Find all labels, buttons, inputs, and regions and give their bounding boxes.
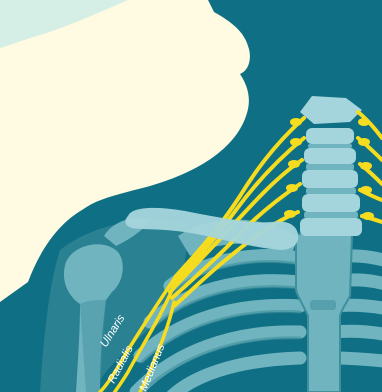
vertebra-c3 — [304, 148, 356, 164]
cervical-spine — [300, 96, 362, 236]
vertebra-c4 — [302, 170, 358, 188]
vertebra-c6 — [300, 218, 362, 236]
sternum-notch — [310, 300, 336, 310]
vertebra-c5 — [302, 194, 360, 212]
vertebra-c2 — [306, 128, 354, 144]
